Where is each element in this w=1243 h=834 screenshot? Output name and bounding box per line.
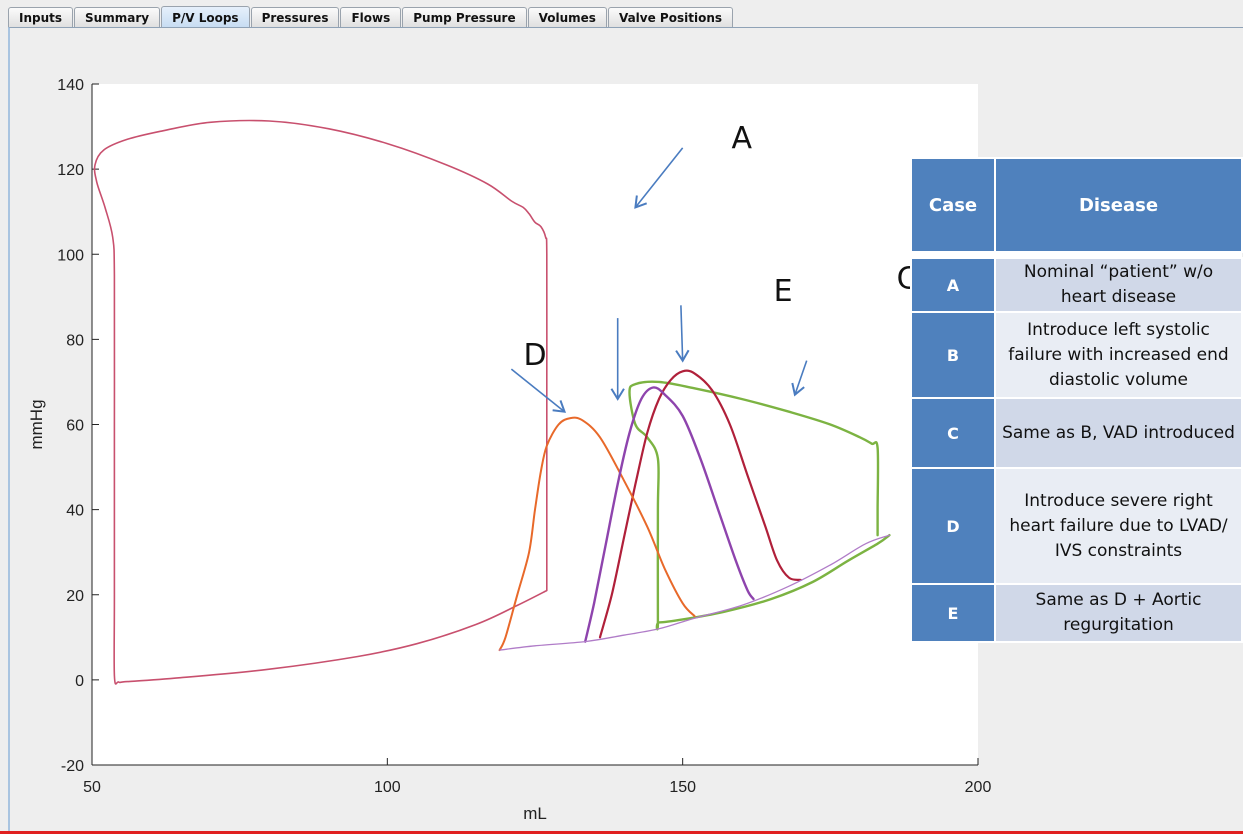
table-row: A Nominal “patient” w/o heart disease	[910, 257, 1243, 313]
annotation-arrowhead	[675, 349, 690, 363]
y-tick-label: 120	[57, 162, 84, 179]
case-cell: D	[910, 467, 996, 585]
annotation-arrowhead	[552, 400, 567, 413]
annotation-arrow	[680, 305, 684, 361]
y-tick-label: 60	[66, 418, 84, 435]
x-tick-label: 100	[374, 779, 401, 796]
series-line-d	[498, 416, 696, 652]
y-tick-label: 140	[57, 77, 84, 94]
y-tick-label: 100	[57, 247, 84, 264]
tab-pump-pressure[interactable]: Pump Pressure	[402, 7, 527, 28]
series-line-c	[598, 369, 802, 639]
tab-pressures[interactable]: Pressures	[250, 7, 340, 28]
series-line-b	[628, 380, 891, 631]
y-tick-label: -20	[61, 758, 84, 775]
case-header: Case	[910, 157, 996, 253]
annotation-arrow	[794, 360, 808, 395]
bottom-border	[0, 831, 1243, 834]
disease-cell: Introduce severe right heart failure due…	[994, 467, 1243, 585]
annotation-arrowhead	[791, 382, 805, 397]
annotation-arrowhead	[634, 195, 648, 209]
series-line-a	[93, 119, 548, 685]
annotation-arrow	[634, 147, 684, 208]
disease-cell: Nominal “patient” w/o heart disease	[994, 257, 1243, 313]
x-tick-label: 150	[669, 779, 696, 796]
series-line-baseline	[498, 534, 891, 651]
disease-cell: Same as B, VAD introduced	[994, 397, 1243, 469]
y-tick-label: 40	[66, 503, 84, 520]
case-cell: E	[910, 583, 996, 643]
tab-valve-positions[interactable]: Valve Positions	[607, 7, 734, 28]
tab-p-v-loops[interactable]: P/V Loops	[161, 6, 250, 28]
tab-flows[interactable]: Flows	[340, 7, 402, 28]
case-cell: C	[910, 397, 996, 469]
table-row: B Introduce left systolic failure with i…	[910, 311, 1243, 399]
tab-summary[interactable]: Summary	[74, 7, 161, 28]
y-tick-label: 0	[75, 673, 84, 690]
tab-volumes[interactable]: Volumes	[527, 7, 607, 28]
table-row: C Same as B, VAD introduced	[910, 397, 1243, 469]
annotation-arrow	[510, 368, 566, 413]
disease-cell: Same as D + Aortic regurgitation	[994, 583, 1243, 643]
series-line-e	[584, 386, 755, 643]
y-tick-label: 20	[66, 588, 84, 605]
table-row: E Same as D + Aortic regurgitation	[910, 583, 1243, 643]
tab-inputs[interactable]: Inputs	[8, 7, 74, 28]
x-tick-label: 50	[83, 779, 101, 796]
table-row: D Introduce severe right heart failure d…	[910, 467, 1243, 585]
plot-area	[92, 84, 978, 765]
annotation-arrowhead	[610, 388, 625, 401]
annotation-label: D	[523, 338, 546, 373]
y-axis-label: mmHg	[27, 399, 46, 449]
annotation-label: E	[774, 274, 793, 309]
x-axis-label: mL	[523, 804, 547, 823]
disease-header: Disease	[994, 157, 1243, 253]
case-cell: B	[910, 311, 996, 399]
disease-table: Case Disease A Nominal “patient” w/o hea…	[910, 157, 1243, 643]
y-tick-label: 80	[66, 332, 84, 349]
table-header-row: Case Disease	[910, 157, 1243, 253]
x-tick-label: 200	[965, 779, 992, 796]
case-cell: A	[910, 257, 996, 313]
annotation-label: A	[731, 121, 752, 156]
disease-cell: Introduce left systolic failure with inc…	[994, 311, 1243, 399]
